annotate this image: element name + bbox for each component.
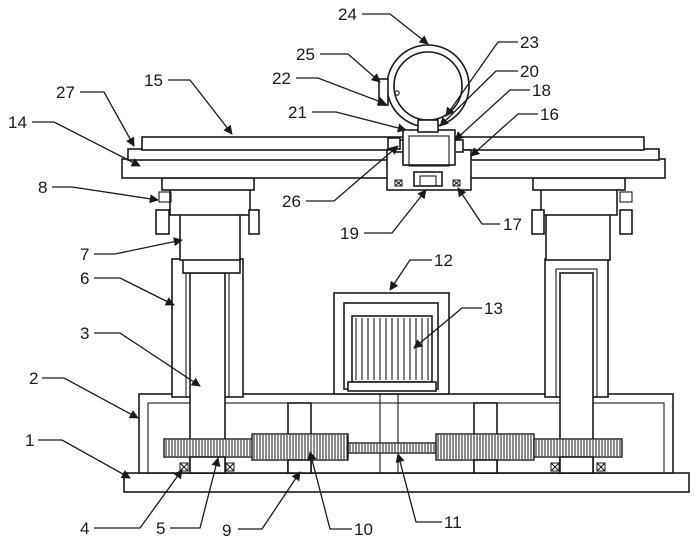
screw-rod [348,443,436,453]
label-7: 7 [80,245,89,264]
base-plate [124,473,689,492]
label-4: 4 [80,519,89,538]
label-10: 10 [354,520,373,539]
right-column-foot [560,457,593,473]
label-3: 3 [80,324,89,343]
label-11: 11 [444,513,462,532]
label-9: 9 [222,521,231,540]
left-upper-block [156,178,259,260]
label-12: 12 [434,251,453,270]
label-15: 15 [144,71,163,90]
label-5: 5 [156,519,165,538]
motor [334,293,449,394]
label-24: 24 [338,5,357,24]
label-19: 19 [340,224,359,243]
label-6: 6 [80,269,89,288]
left-drive-gear [252,434,348,460]
left-support-foot [288,460,311,473]
label-16: 16 [540,105,559,124]
left-driven-gear [164,439,254,457]
right-drive-gear [436,434,534,460]
label-2: 2 [29,369,38,388]
label-21: 21 [288,103,307,122]
right-driven-gear [534,439,622,457]
label-8: 8 [38,178,47,197]
left-column-foot [190,457,225,473]
right-support-foot [474,460,497,473]
label-17: 17 [503,215,522,234]
label-20: 20 [520,62,539,81]
label-13: 13 [484,299,503,318]
right-upper-block [532,178,632,260]
label-14: 14 [8,113,27,132]
label-27: 27 [56,83,75,102]
label-26: 26 [282,192,301,211]
label-1: 1 [25,431,34,450]
clamp-ring [379,45,469,132]
label-22: 22 [272,69,291,88]
label-25: 25 [296,45,315,64]
label-18: 18 [532,81,551,100]
label-23: 23 [520,33,539,52]
